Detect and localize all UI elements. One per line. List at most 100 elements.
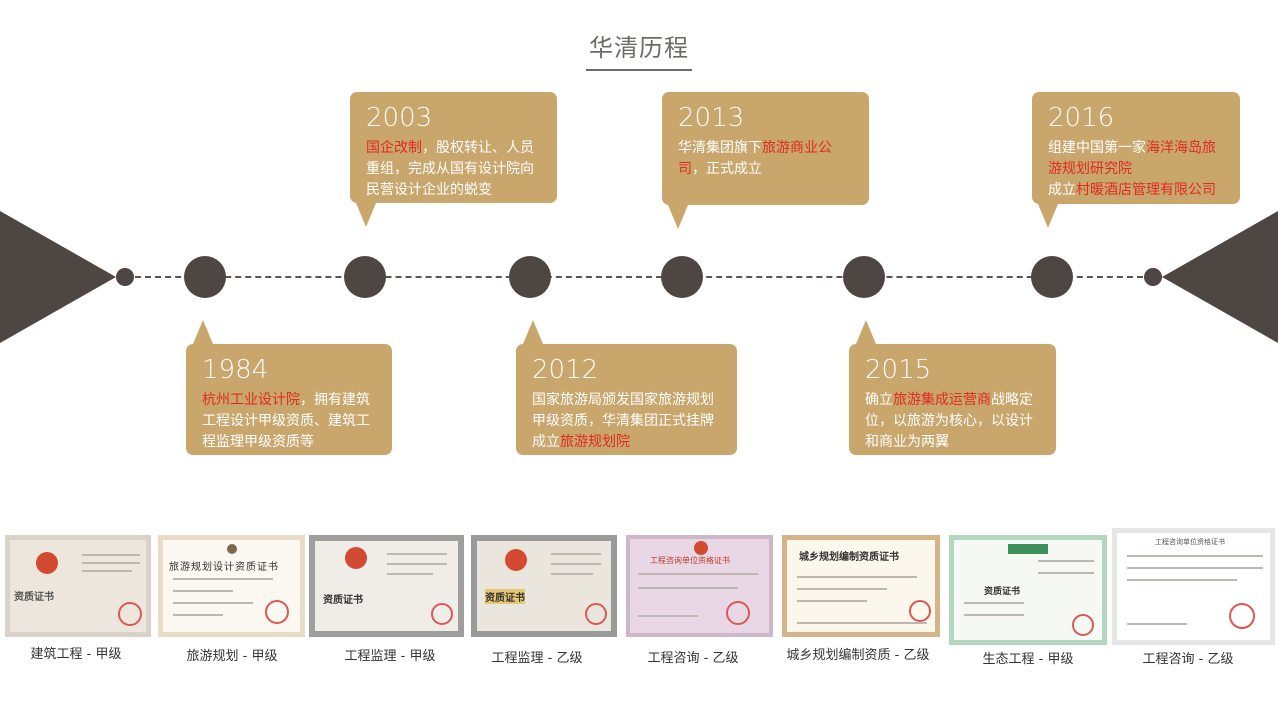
- certificate-title: 工程咨询单位资格证书: [1155, 538, 1225, 546]
- timeline-node-1984[interactable]: [184, 256, 226, 298]
- event-card-2013: 2013 华清集团旗下旅游商业公司，正式成立: [662, 92, 869, 205]
- text-line: [551, 573, 593, 575]
- text-line: [638, 615, 698, 617]
- event-highlight: 国企改制: [366, 140, 422, 156]
- text-line: [1038, 560, 1094, 562]
- text-line: [1127, 567, 1263, 569]
- event-pointer-2012: [523, 320, 543, 344]
- certificate-caption: 工程监理 - 乙级: [491, 651, 583, 666]
- event-text: 确立旅游集成运营商战略定位，以旅游为核心，以设计和商业为两翼: [865, 390, 1040, 453]
- event-text-part: 成立: [1048, 182, 1076, 198]
- timeline-end-dot-right: [1144, 268, 1162, 286]
- certificate-image[interactable]: 工程咨询单位资格证书: [626, 535, 773, 637]
- text-line: [638, 573, 758, 575]
- certificate-caption: 建筑工程 - 甲级: [30, 647, 122, 662]
- text-line: [173, 590, 233, 592]
- event-card-2015: 2015 确立旅游集成运营商战略定位，以旅游为核心，以设计和商业为两翼: [849, 344, 1056, 455]
- certificate-image[interactable]: 城乡规划编制资质证书: [782, 535, 940, 637]
- emblem-icon: [345, 547, 367, 569]
- certificate-title: 资质证书: [984, 587, 1021, 597]
- timeline-node-2013[interactable]: [661, 256, 703, 298]
- text-line: [1038, 572, 1094, 574]
- timeline-node-2012[interactable]: [509, 256, 551, 298]
- text-line: [964, 602, 1024, 604]
- emblem-icon: [505, 549, 527, 571]
- certificate-image[interactable]: 工程咨询单位资格证书: [1112, 528, 1275, 645]
- event-text-part: 国家旅游局颁发国家旅游规划甲级资质，华清集团正式挂牌成立: [532, 392, 714, 450]
- event-pointer-2016: [1038, 204, 1058, 228]
- text-line: [387, 573, 433, 575]
- event-year: 2013: [678, 103, 745, 133]
- event-text-part: 战略定位，以旅游为核心，以设计和商业为两翼: [865, 392, 1033, 450]
- event-highlight: 旅游商业公司: [678, 140, 832, 177]
- stamp-icon: [265, 600, 289, 624]
- text-line: [173, 602, 253, 604]
- certificate-title: 旅游规划设计资质证书: [169, 562, 279, 573]
- certificate-caption: 工程咨询 - 乙级: [647, 651, 739, 666]
- stamp-icon: [431, 603, 453, 625]
- certificate-image[interactable]: 资质证书: [949, 535, 1107, 645]
- right-arrow-triangle: [1162, 211, 1278, 343]
- stamp-icon: [1072, 614, 1094, 636]
- text-line: [387, 563, 447, 565]
- event-text-part: 华清集团旗下: [678, 140, 762, 156]
- event-pointer-1984: [193, 320, 213, 344]
- text-line: [82, 554, 140, 556]
- event-card-1984: 1984 杭州工业设计院，拥有建筑工程设计甲级资质、建筑工程监理甲级资质等: [186, 344, 392, 455]
- text-line: [797, 600, 867, 602]
- event-year: 2012: [532, 355, 599, 385]
- event-highlight: 海洋海岛旅游规划研究院: [1048, 140, 1216, 177]
- text-line: [797, 576, 917, 578]
- text-line: [797, 622, 927, 624]
- certificate-title: 城乡规划编制资质证书: [799, 552, 899, 563]
- certificate-image[interactable]: 旅游规划设计资质证书: [158, 535, 305, 637]
- certificate-caption: 工程咨询 - 乙级: [1142, 652, 1234, 667]
- event-card-2016: 2016 组建中国第一家海洋海岛旅游规划研究院成立村暖酒店管理有限公司: [1032, 92, 1240, 204]
- event-year: 2016: [1048, 103, 1115, 133]
- event-highlight: 旅游规划院: [560, 434, 630, 450]
- certificate-caption: 工程监理 - 甲级: [344, 649, 436, 664]
- certificate-image[interactable]: 资质证书: [309, 535, 464, 637]
- event-text-part: ，正式成立: [692, 161, 762, 177]
- emblem-icon: [694, 541, 708, 555]
- page-title: 华清历程: [589, 34, 689, 62]
- event-text-part: 确立: [865, 392, 893, 408]
- text-line: [964, 614, 1024, 616]
- event-text-part: ，拥有建筑工程设计甲级资质、建筑工程监理甲级资质等: [202, 392, 370, 450]
- left-arrow-triangle: [0, 211, 116, 343]
- event-highlight: 旅游集成运营商: [893, 392, 991, 408]
- event-text-part: 组建中国第一家: [1048, 140, 1146, 156]
- text-line: [1127, 579, 1237, 581]
- certificate-title: 工程咨询单位资格证书: [650, 556, 730, 565]
- event-text: 华清集团旗下旅游商业公司，正式成立: [678, 138, 853, 180]
- text-line: [1127, 623, 1187, 625]
- timeline-node-2016[interactable]: [1031, 256, 1073, 298]
- certificate-caption: 生态工程 - 甲级: [982, 652, 1074, 667]
- emblem-icon: [227, 544, 237, 554]
- event-text: 国企改制，股权转让、人员重组，完成从国有设计院向民营设计企业的蜕变: [366, 138, 541, 201]
- text-line: [387, 553, 447, 555]
- event-pointer-2015: [856, 320, 876, 344]
- certificate-image[interactable]: 资质证书: [5, 535, 151, 637]
- event-text: 国家旅游局颁发国家旅游规划甲级资质，华清集团正式挂牌成立旅游规划院: [532, 390, 721, 453]
- stamp-icon: [909, 600, 931, 622]
- certificate-title: 资质证书: [485, 589, 525, 604]
- event-text: 杭州工业设计院，拥有建筑工程设计甲级资质、建筑工程监理甲级资质等: [202, 390, 376, 453]
- event-year: 2003: [366, 103, 433, 133]
- event-card-2003: 2003 国企改制，股权转让、人员重组，完成从国有设计院向民营设计企业的蜕变: [350, 92, 557, 203]
- emblem-icon: [36, 552, 58, 574]
- text-line: [551, 553, 601, 555]
- emblem-icon: [1008, 544, 1048, 554]
- event-card-2012: 2012 国家旅游局颁发国家旅游规划甲级资质，华清集团正式挂牌成立旅游规划院: [516, 344, 737, 455]
- event-year: 1984: [202, 355, 269, 385]
- certificate-image[interactable]: 资质证书: [471, 535, 617, 637]
- certificate-caption: 城乡规划编制资质 - 乙级: [786, 648, 930, 663]
- stamp-icon: [1229, 603, 1255, 629]
- certificate-caption: 旅游规划 - 甲级: [186, 649, 278, 664]
- timeline-node-2015[interactable]: [843, 256, 885, 298]
- timeline-node-2003[interactable]: [344, 256, 386, 298]
- event-year: 2015: [865, 355, 932, 385]
- stamp-icon: [585, 603, 607, 625]
- certificate-title: 资质证书: [14, 592, 54, 603]
- text-line: [82, 570, 132, 572]
